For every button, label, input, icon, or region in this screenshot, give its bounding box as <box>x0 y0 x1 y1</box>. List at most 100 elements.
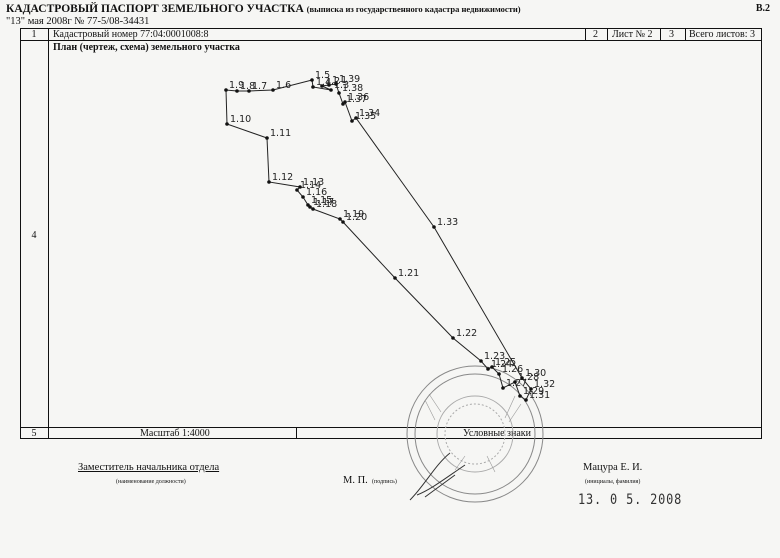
plan-vertex <box>247 89 251 93</box>
plan-vertex <box>329 88 333 92</box>
column-number: 3 <box>669 29 674 40</box>
plan-vertex <box>225 122 229 126</box>
plan-vertex <box>271 88 275 92</box>
plan-vertex <box>490 365 494 369</box>
plan-vertex <box>267 180 271 184</box>
vertex-label: 1.3 <box>334 80 349 91</box>
seal-place-label: М. П. <box>343 475 368 486</box>
plan-vertex <box>513 380 517 384</box>
vertex-label: 1.33 <box>437 217 458 228</box>
vertex-label: 1.31 <box>529 390 550 401</box>
position-caption: (наименование должности) <box>116 479 186 485</box>
vertex-label: 1.15 <box>311 195 332 206</box>
title-text: КАДАСТРОВЫЙ ПАСПОРТ ЗЕМЕЛЬНОГО УЧАСТКА <box>6 3 304 15</box>
vertex-label: 1.7 <box>252 81 267 92</box>
vertex-label: 1.24 <box>491 359 512 370</box>
table-divider <box>48 28 49 439</box>
passport-table <box>20 28 762 439</box>
vertex-label: 1.20 <box>346 212 367 223</box>
row-number: 5 <box>31 428 37 439</box>
plan-vertex <box>235 89 239 93</box>
plan-vertex <box>224 88 228 92</box>
table-divider <box>585 28 586 40</box>
vertex-label: 1.9 <box>229 80 244 91</box>
plan-vertex <box>295 188 299 192</box>
plan-vertex <box>265 136 269 140</box>
plan-vertex <box>432 225 436 229</box>
title-subtitle: (выписка из государственного кадастра не… <box>306 4 521 14</box>
vertex-label: 1.19 <box>343 209 364 220</box>
plot-boundary <box>225 79 532 401</box>
plan-vertex <box>451 336 455 340</box>
row-number: 4 <box>31 230 37 241</box>
vertex-label: 1.29 <box>523 386 544 397</box>
vertex-label: 1.23 <box>484 351 505 362</box>
signatory-name: Мацура Е. И. <box>583 462 643 473</box>
round-seal <box>406 365 544 503</box>
table-divider <box>296 427 297 439</box>
plan-vertex <box>311 85 315 89</box>
plan-vertex <box>529 387 533 391</box>
plan-vertex <box>298 185 302 189</box>
plan-vertex <box>518 394 522 398</box>
vertex-label: 1.36 <box>348 92 369 103</box>
plan-vertex <box>338 217 342 221</box>
vertex-label: 1.21 <box>398 268 419 279</box>
plan-vertex <box>350 119 354 123</box>
vertex-label: 1.34 <box>359 108 380 119</box>
vertex-label: 1.32 <box>534 379 555 390</box>
vertex-label: 1.11 <box>270 128 291 139</box>
plan-vertex <box>501 386 505 390</box>
vertex-label: 1.14 <box>300 180 321 191</box>
document-title: КАДАСТРОВЫЙ ПАСПОРТ ЗЕМЕЛЬНОГО УЧАСТКА (… <box>6 3 521 15</box>
table-divider <box>660 28 661 40</box>
plan-vertex <box>327 83 331 87</box>
plan-vertex <box>486 367 490 371</box>
vertex-label: 1.35 <box>355 111 376 122</box>
plan-vertex <box>337 91 341 95</box>
plan-vertex <box>320 84 324 88</box>
vertex-label: 1.4 <box>316 77 331 88</box>
signatory-position: Заместитель начальника отдела <box>78 462 220 473</box>
total-sheets: Всего листов: 3 <box>689 29 756 40</box>
table-divider <box>685 28 686 40</box>
vertex-label: 1.30 <box>525 368 546 379</box>
plan-vertex <box>341 220 345 224</box>
plan-vertex <box>311 207 315 211</box>
vertex-label: 1.5 <box>315 70 330 81</box>
vertex-label: 1.26 <box>502 364 523 375</box>
plan-vertex <box>479 359 483 363</box>
plan-scale: Масштаб 1:4000 <box>140 428 210 439</box>
vertex-label: 1.1 <box>332 75 347 86</box>
document-date: "13" мая 2008г № 77-5/08-34431 <box>6 16 150 27</box>
vertex-label: 1.16 <box>306 187 327 198</box>
handwritten-signature <box>409 452 466 501</box>
sheet-number: Лист № 2 <box>612 29 653 40</box>
vertex-label: 1.8 <box>240 81 255 92</box>
vertex-label: 1.27 <box>506 378 527 389</box>
vertex-label: 1.39 <box>339 74 360 85</box>
name-caption: (инициалы, фамилия) <box>585 479 641 485</box>
signature-caption: (подпись) <box>372 479 397 485</box>
plan-vertex <box>310 78 314 82</box>
vertex-label: 1.28 <box>518 372 539 383</box>
vertex-label: 1.12 <box>272 172 293 183</box>
plan-vertex <box>341 102 345 106</box>
plan-vertex <box>393 276 397 280</box>
vertex-label: 1.22 <box>456 328 477 339</box>
row-number: 1 <box>31 29 37 40</box>
stamp-date: 13. 0 5. 2008 <box>578 492 683 508</box>
legend-heading: Условные знаки <box>463 428 531 439</box>
plan-vertex <box>334 82 338 86</box>
vertex-label: 1.17 <box>313 197 334 208</box>
vertex-label: 1.13 <box>303 177 324 188</box>
table-divider <box>20 40 762 41</box>
plan-vertex <box>354 116 358 120</box>
plan-vertex <box>497 372 501 376</box>
vertex-label: 1.18 <box>316 199 337 210</box>
vertex-label: 1.37 <box>346 94 367 105</box>
plan-title: План (чертеж, схема) земельного участка <box>53 42 240 53</box>
table-divider <box>20 427 762 428</box>
sheet-code: В.2 <box>755 3 770 14</box>
